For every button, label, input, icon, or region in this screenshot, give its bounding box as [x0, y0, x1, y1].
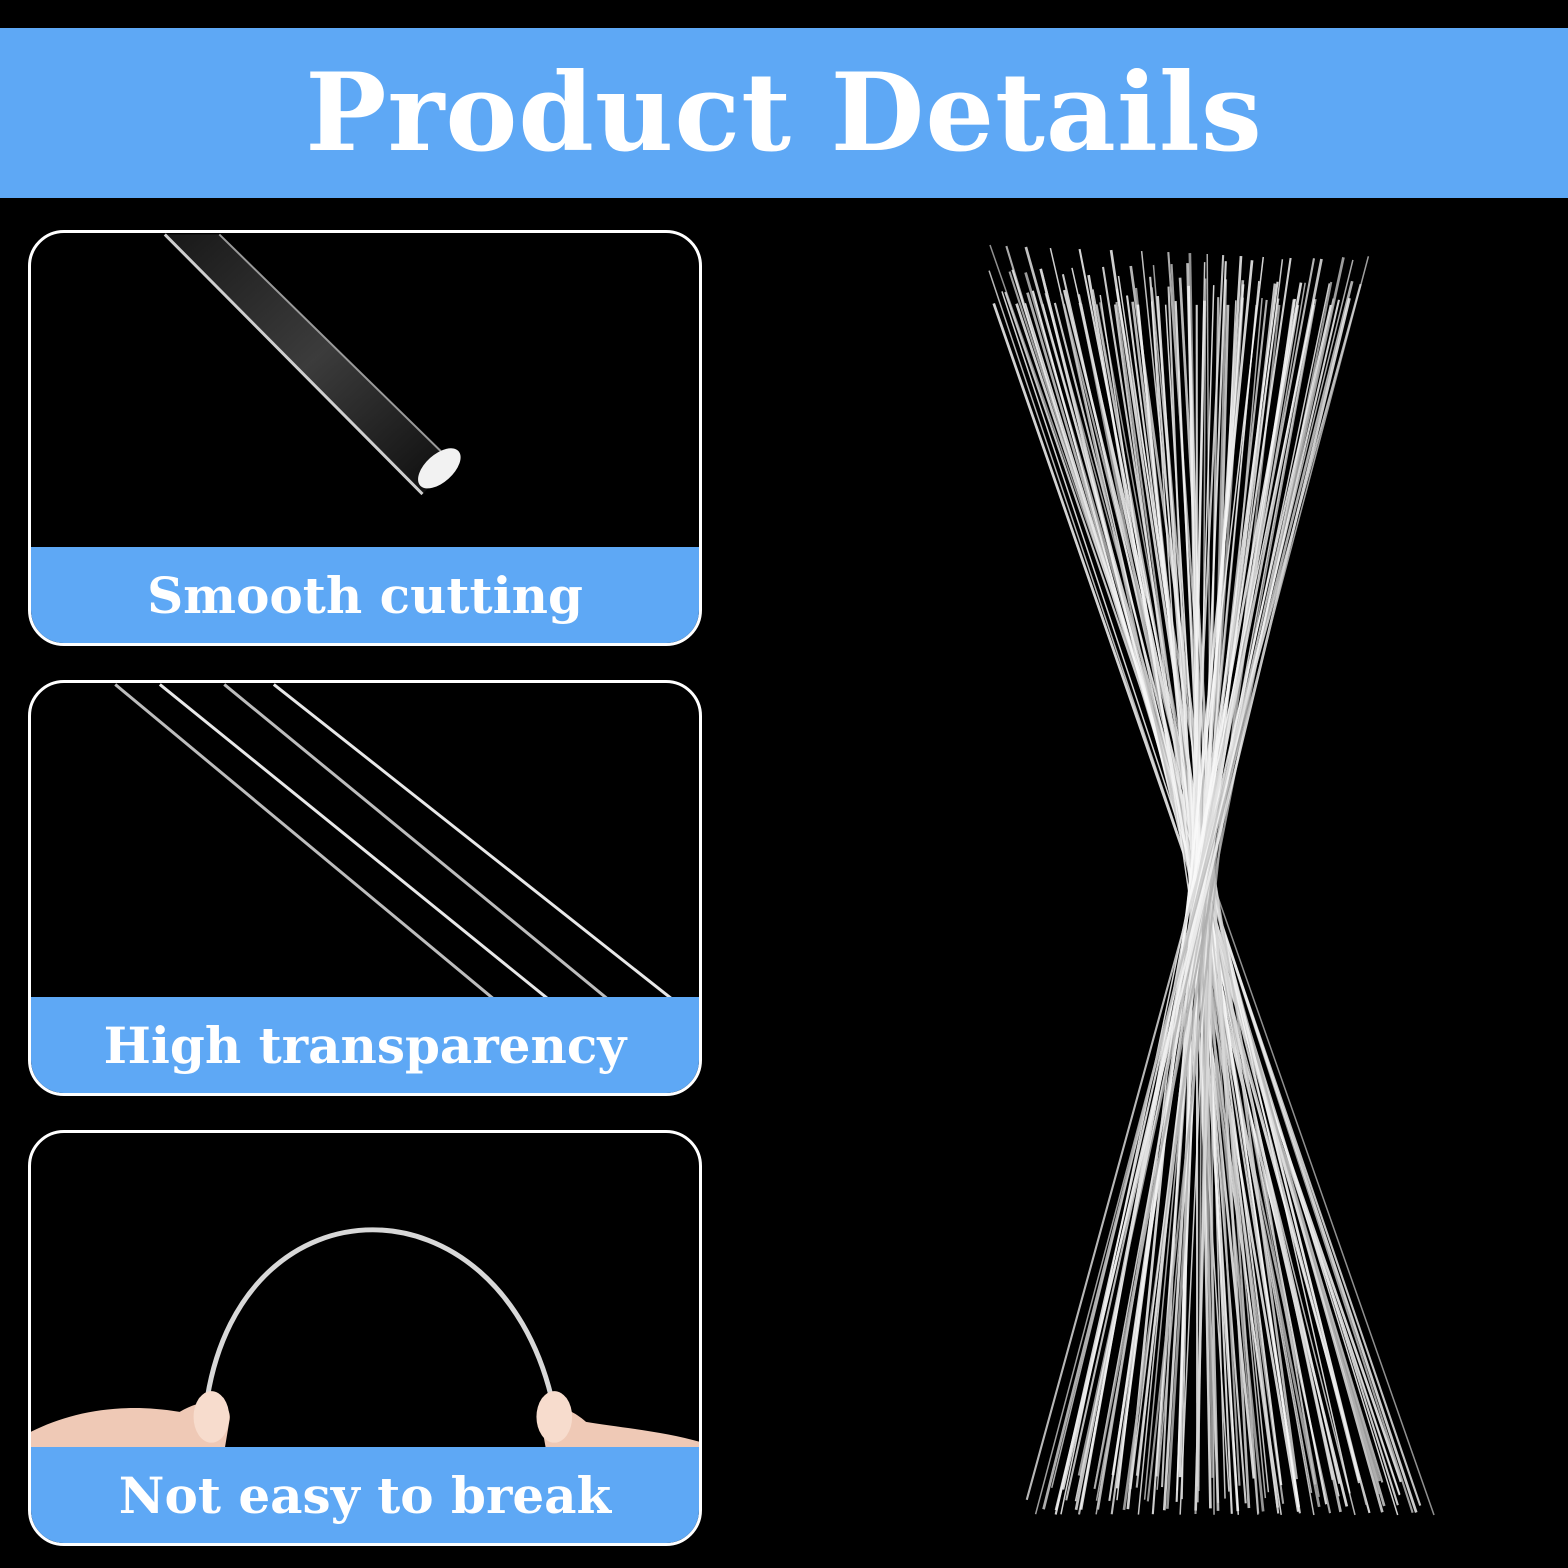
feature-label: High transparency — [31, 997, 699, 1093]
rod-bundle-image — [988, 244, 1435, 1516]
feature-card-high-transparency: High transparency — [28, 680, 702, 1096]
feature-card-not-easy-to-break: Not easy to break — [28, 1130, 702, 1546]
feature-card-smooth-cutting: Smooth cutting — [28, 230, 702, 646]
feature-label: Smooth cutting — [31, 547, 699, 643]
two-rods-image — [114, 683, 677, 1003]
bent-rod-image — [31, 1227, 699, 1452]
page-title: Product Details — [305, 50, 1263, 176]
feature-label: Not easy to break — [31, 1447, 699, 1543]
title-banner: Product Details — [0, 28, 1568, 198]
rod-cut-end-image — [163, 233, 461, 496]
